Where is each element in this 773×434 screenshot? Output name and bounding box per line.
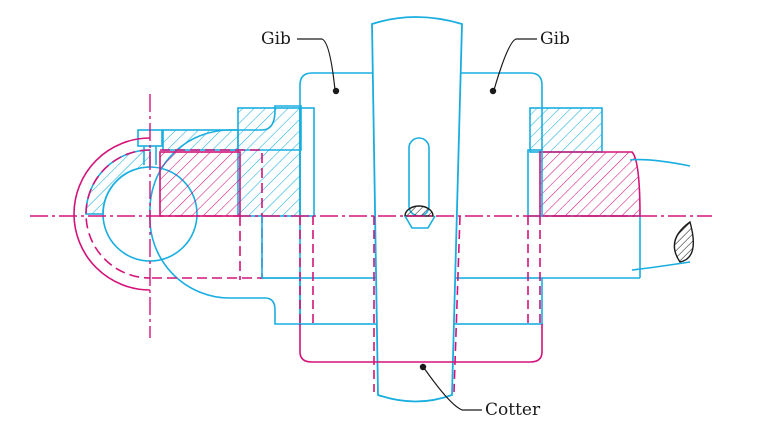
rod-outline [629,158,691,278]
label-gib-right: Gib [489,29,570,95]
label-gib-left: Gib [261,29,340,95]
fork-neck-section [237,107,301,217]
rod-break-section [673,220,694,263]
label-cotter: Cotter [419,363,541,420]
gib-right-label: Gib [540,29,570,49]
hidden-lines [73,137,543,393]
socket-right-block-upper [529,107,603,153]
cotter-label: Cotter [485,400,541,420]
spigot-hatched-section [159,151,241,217]
centre-lines [30,94,712,338]
cotter [371,16,463,403]
gib-left-label: Gib [261,29,291,49]
fork-neck-upper [162,129,239,151]
spigot-rod-section [539,151,641,217]
